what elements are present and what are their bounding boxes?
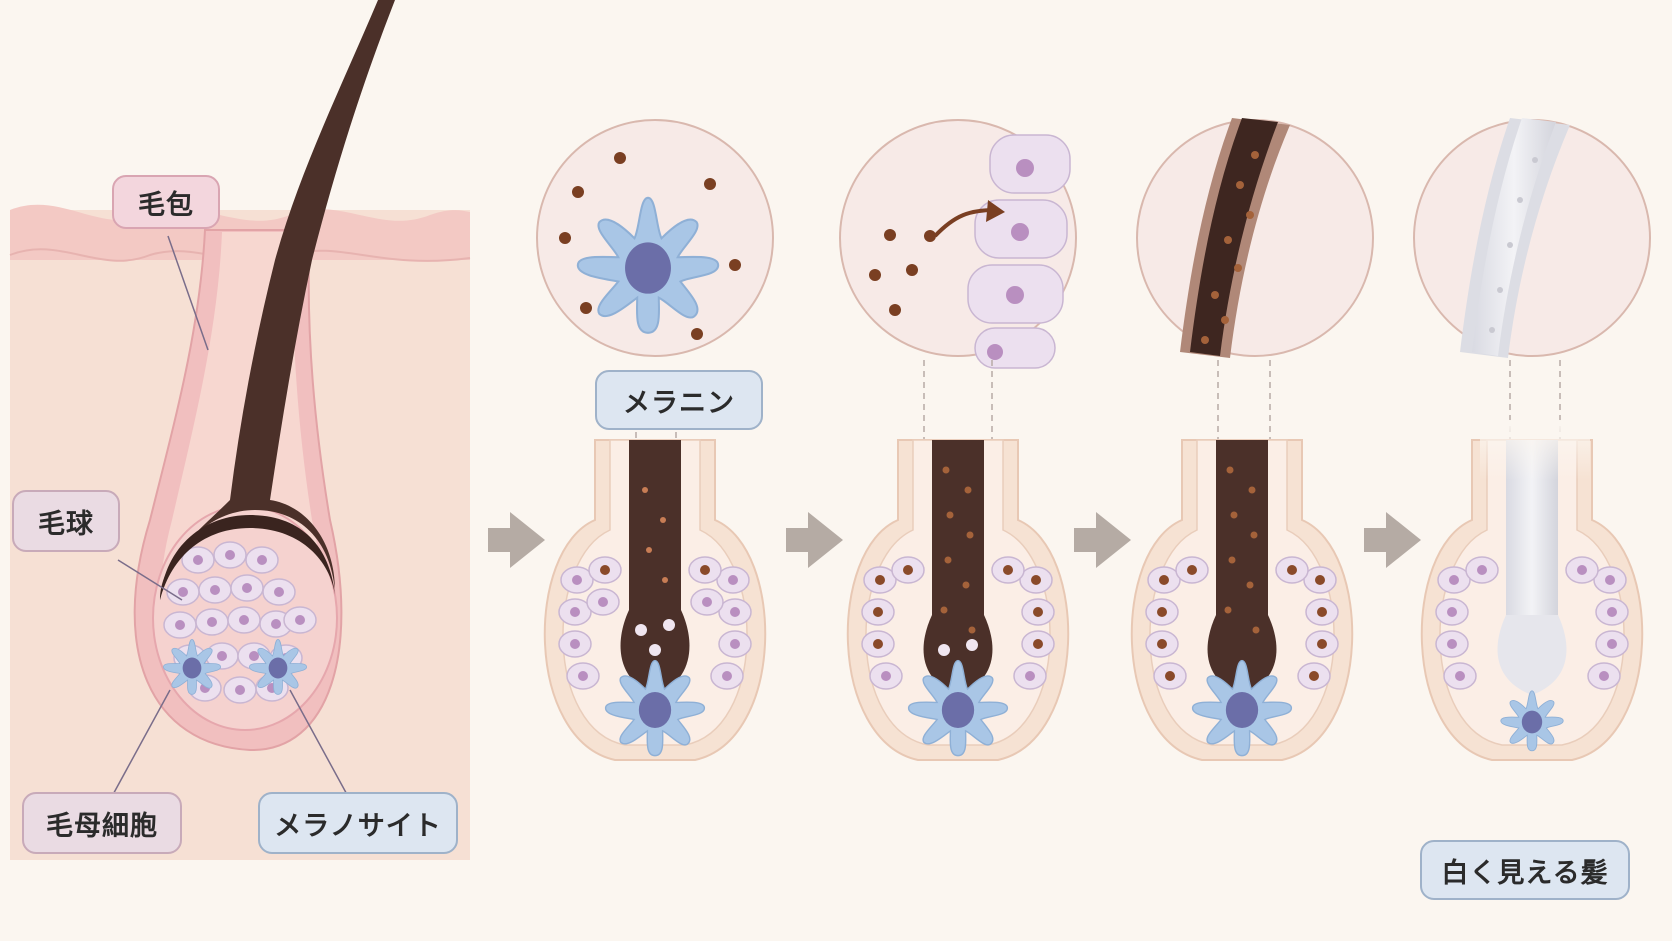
stage-3: [1130, 118, 1374, 761]
label-white-hair: 白く見える髪: [1420, 840, 1630, 900]
arrow-right-icon: [1074, 512, 1131, 568]
label-melanin: メラニン: [595, 370, 763, 430]
arrow-right-icon: [1364, 512, 1421, 568]
stage-2: [839, 119, 1077, 761]
label-bulb: 毛球: [12, 490, 120, 552]
arrow-right-icon: [488, 512, 545, 568]
stage-1: [536, 119, 774, 761]
label-matrix-cell: 毛母細胞: [22, 792, 182, 854]
label-follicle: 毛包: [112, 175, 220, 229]
arrow-right-icon: [786, 512, 843, 568]
hair-shaft: [160, 0, 395, 600]
label-melanocyte: メラノサイト: [258, 792, 458, 854]
leader-lines: [109, 235, 351, 801]
stage-4: [1413, 118, 1651, 761]
